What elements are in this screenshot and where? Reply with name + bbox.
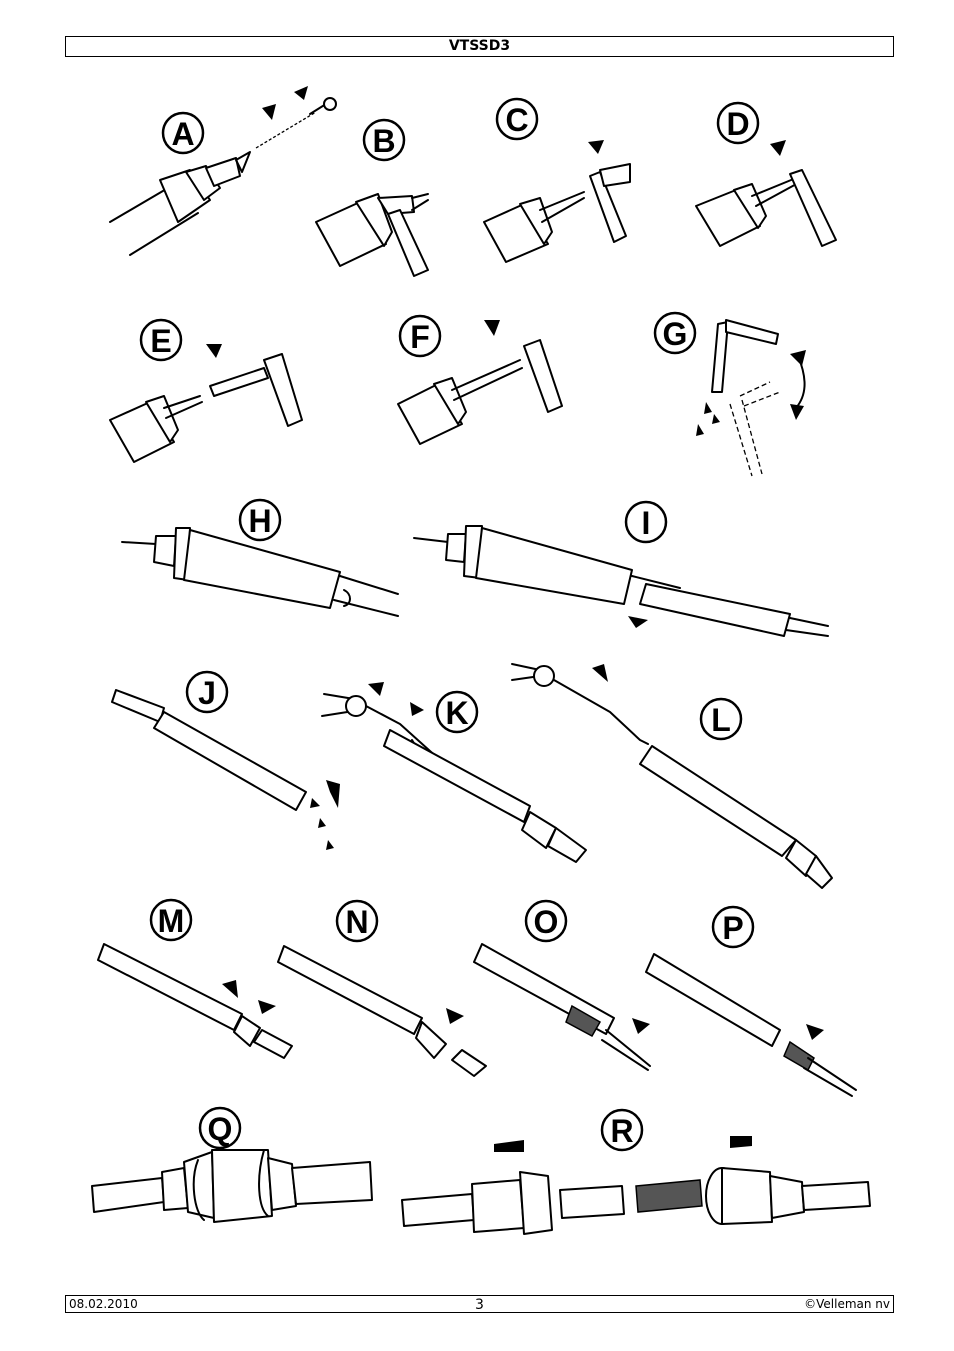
figure-l [511,663,833,889]
figure-d [695,140,837,247]
page-header: VTSSD3 [65,36,894,57]
label-h-circle [238,498,282,542]
label-a-circle [161,111,205,155]
label-d-circle [716,101,760,145]
figure-e [109,344,303,463]
label-q: Q [208,1111,233,1147]
footer-page-number: 3 [475,1297,484,1313]
figure-n [277,945,487,1077]
label-k: K [445,695,468,731]
label-o: O [534,904,559,940]
label-p: P [722,910,743,946]
label-m: M [158,903,185,939]
figure-i [413,525,829,637]
figure-j [111,689,340,850]
label-e-circle [139,318,183,362]
label-g: G [663,316,688,352]
figure-h [121,527,399,617]
label-g-circle [653,311,697,355]
label-i-circle [624,500,668,544]
figure-q [91,1149,373,1223]
figure-g [696,319,806,477]
label-o-circle [524,899,568,943]
label-a: A [171,116,194,152]
footer-date: 08.02.2010 [69,1297,138,1311]
label-h: H [248,503,271,539]
label-l: L [711,702,731,738]
label-k-circle [435,690,479,734]
label-c: C [505,102,528,138]
label-r-circle [600,1108,644,1152]
figure-b [315,193,429,277]
label-j: J [198,675,216,711]
label-p-circle [711,905,755,949]
figure-c [483,140,631,263]
label-e: E [150,323,171,359]
label-m-circle [149,898,193,942]
label-j-circle [185,670,229,714]
figure-p [645,953,857,1097]
figure-a [109,86,337,256]
figure-k [321,682,587,863]
label-c-circle [495,97,539,141]
label-d: D [726,106,749,142]
label-b: B [372,123,395,159]
figure-f [397,320,563,445]
label-n-circle [335,899,379,943]
label-n: N [345,904,368,940]
label-l-circle [699,697,743,741]
footer-copyright: ©Velleman nv [804,1297,890,1311]
label-f-circle [398,314,442,358]
figure-m [97,943,293,1059]
page-footer: 08.02.2010 3 ©Velleman nv [65,1295,894,1313]
label-b-circle [362,118,406,162]
label-i: I [642,505,651,541]
label-f: F [410,319,430,355]
figure-o [473,943,651,1071]
figure-r [401,1136,871,1235]
label-r: R [610,1113,633,1149]
header-title: VTSSD3 [448,38,511,54]
label-q-circle [198,1106,242,1150]
